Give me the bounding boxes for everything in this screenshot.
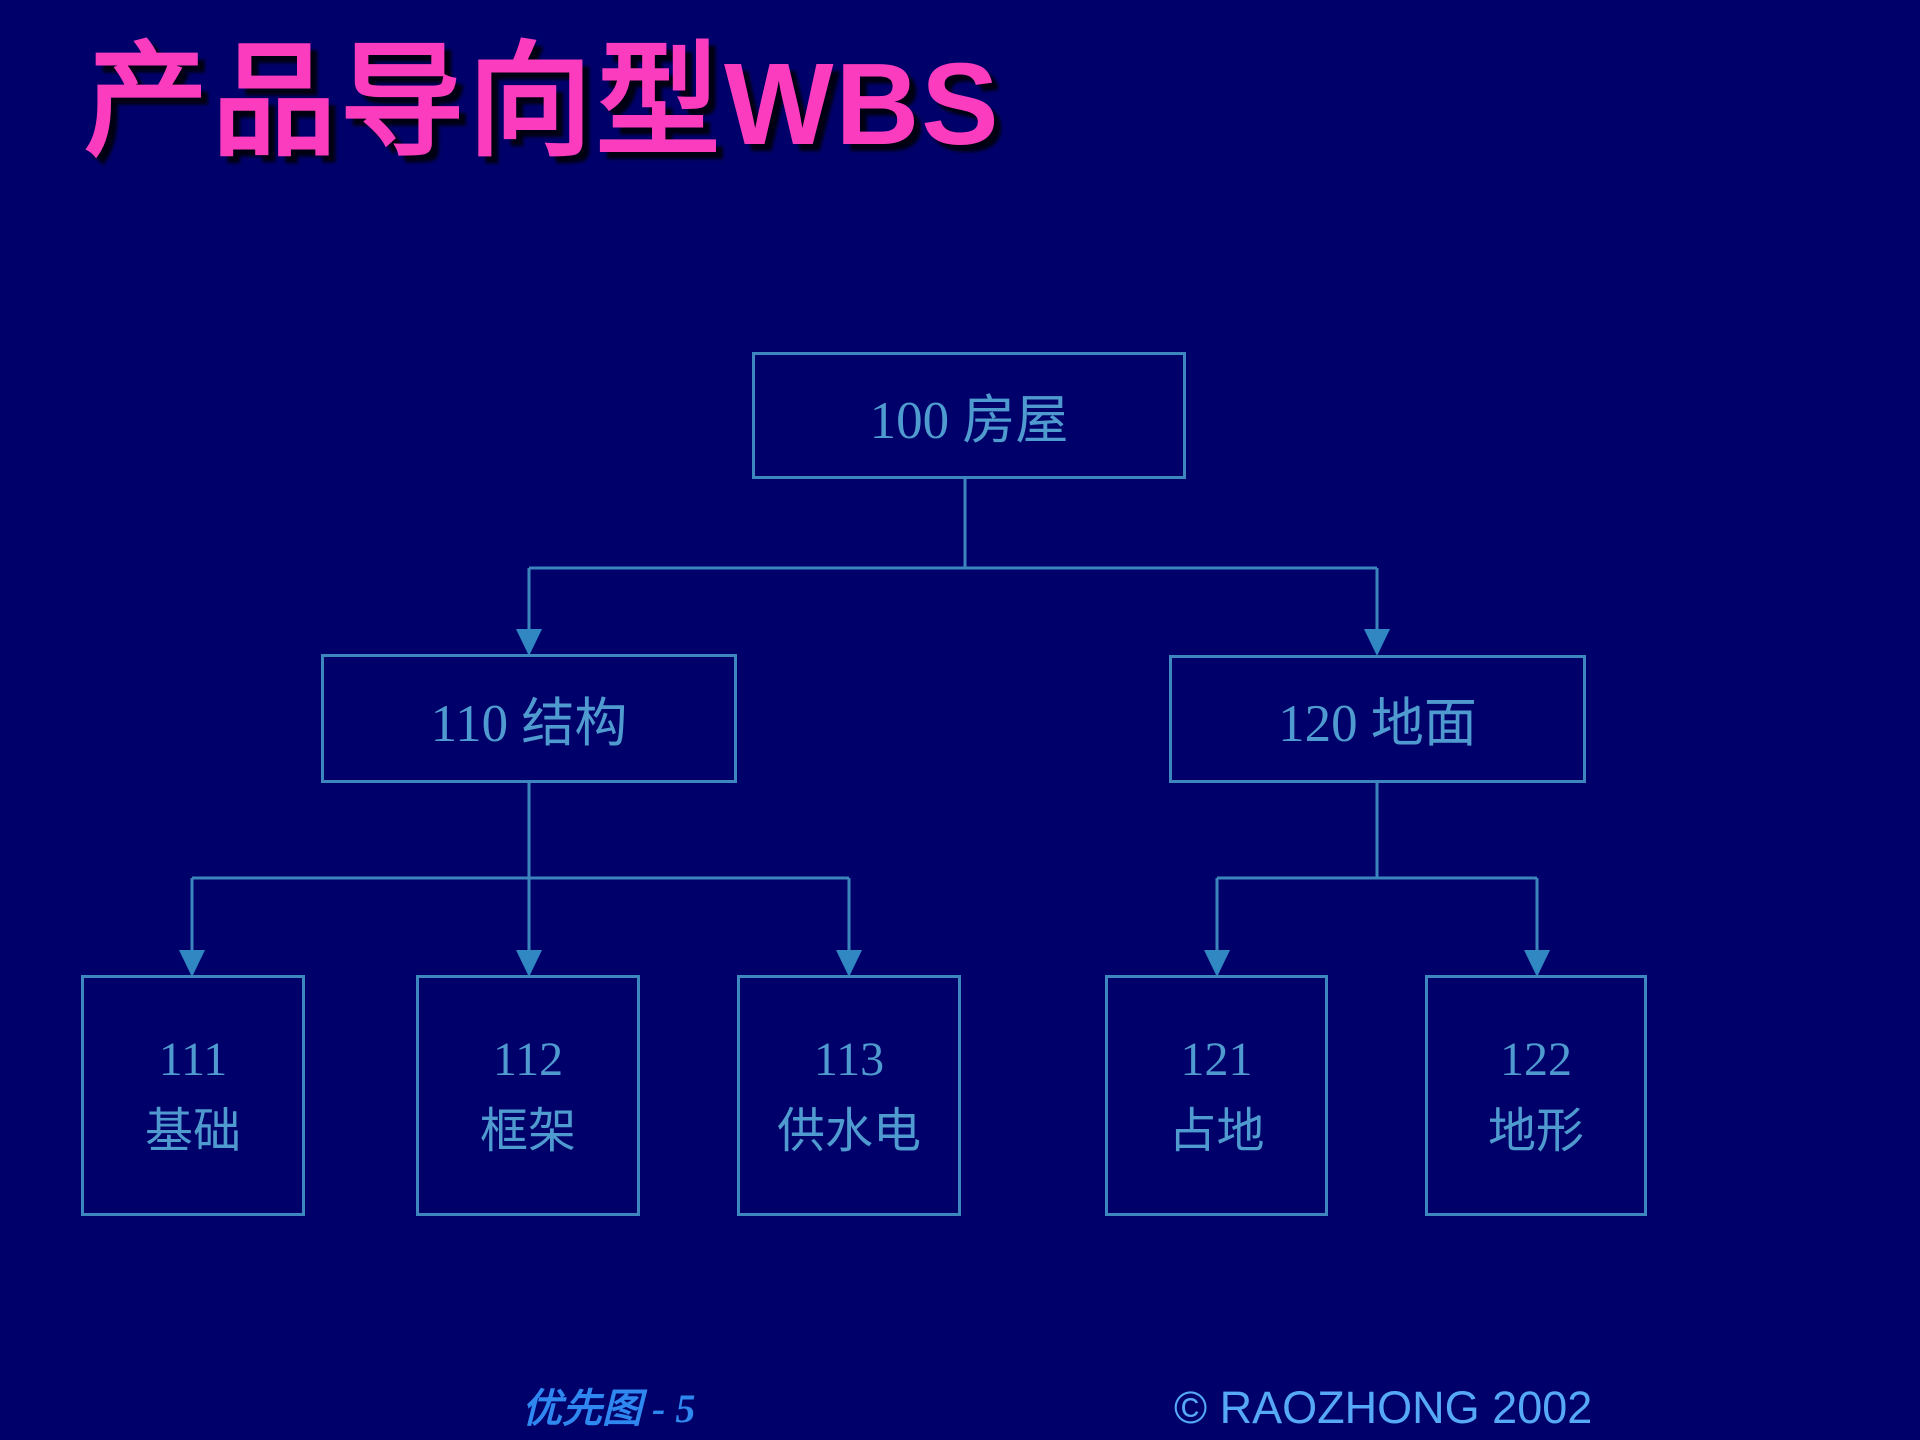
wbs-node-112-name: 框架 — [479, 1104, 576, 1158]
wbs-node-110-structure: 110 结构 — [321, 654, 737, 783]
wbs-node-100-label: 100 房屋 — [869, 391, 1069, 450]
wbs-node-120-ground: 120 地面 — [1169, 655, 1586, 783]
wbs-node-112-frame: 112 框架 — [416, 975, 640, 1216]
wbs-node-121-code: 121 — [1180, 1033, 1253, 1087]
footer-copyright: © RAOZHONG 2002 — [1174, 1382, 1593, 1433]
connector-120-to-children — [1204, 783, 1550, 977]
arrowhead-121 — [1204, 950, 1230, 977]
wbs-node-113-name: 供水电 — [776, 1104, 921, 1158]
wbs-node-113-utilities: 113 供水电 — [737, 975, 961, 1216]
wbs-node-100-house: 100 房屋 — [752, 352, 1186, 479]
wbs-node-122-name: 地形 — [1487, 1104, 1584, 1158]
wbs-node-121-site: 121 占地 — [1105, 975, 1328, 1216]
wbs-node-122-code: 122 — [1500, 1033, 1572, 1087]
arrowhead-111 — [179, 950, 205, 977]
slide-title-chinese: 产品导向型 — [84, 34, 725, 171]
slide-title: 产品导向型WBS — [84, 37, 1001, 169]
wbs-node-110-label: 110 结构 — [430, 694, 628, 753]
wbs-node-111-name: 基础 — [144, 1104, 241, 1158]
arrowhead-122 — [1524, 950, 1550, 977]
wbs-node-120-label: 120 地面 — [1278, 695, 1477, 753]
arrowhead-113 — [836, 950, 862, 977]
connector-root-to-level2 — [516, 479, 1390, 656]
arrowhead-112 — [516, 950, 542, 977]
slide-title-wbs: WBS — [724, 39, 1001, 169]
wbs-node-112-code: 112 — [492, 1033, 564, 1087]
arrowhead-110 — [516, 629, 542, 656]
connector-110-to-children — [179, 783, 862, 977]
wbs-node-122-terrain: 122 地形 — [1425, 975, 1647, 1216]
arrowhead-120 — [1364, 629, 1390, 656]
footer-page-label: 优先图 - 5 — [522, 1386, 696, 1431]
wbs-node-113-code: 113 — [813, 1033, 885, 1087]
wbs-node-111-foundation: 111 基础 — [81, 975, 305, 1216]
wbs-node-121-name: 占地 — [1168, 1104, 1265, 1158]
wbs-node-111-code: 111 — [158, 1033, 228, 1087]
